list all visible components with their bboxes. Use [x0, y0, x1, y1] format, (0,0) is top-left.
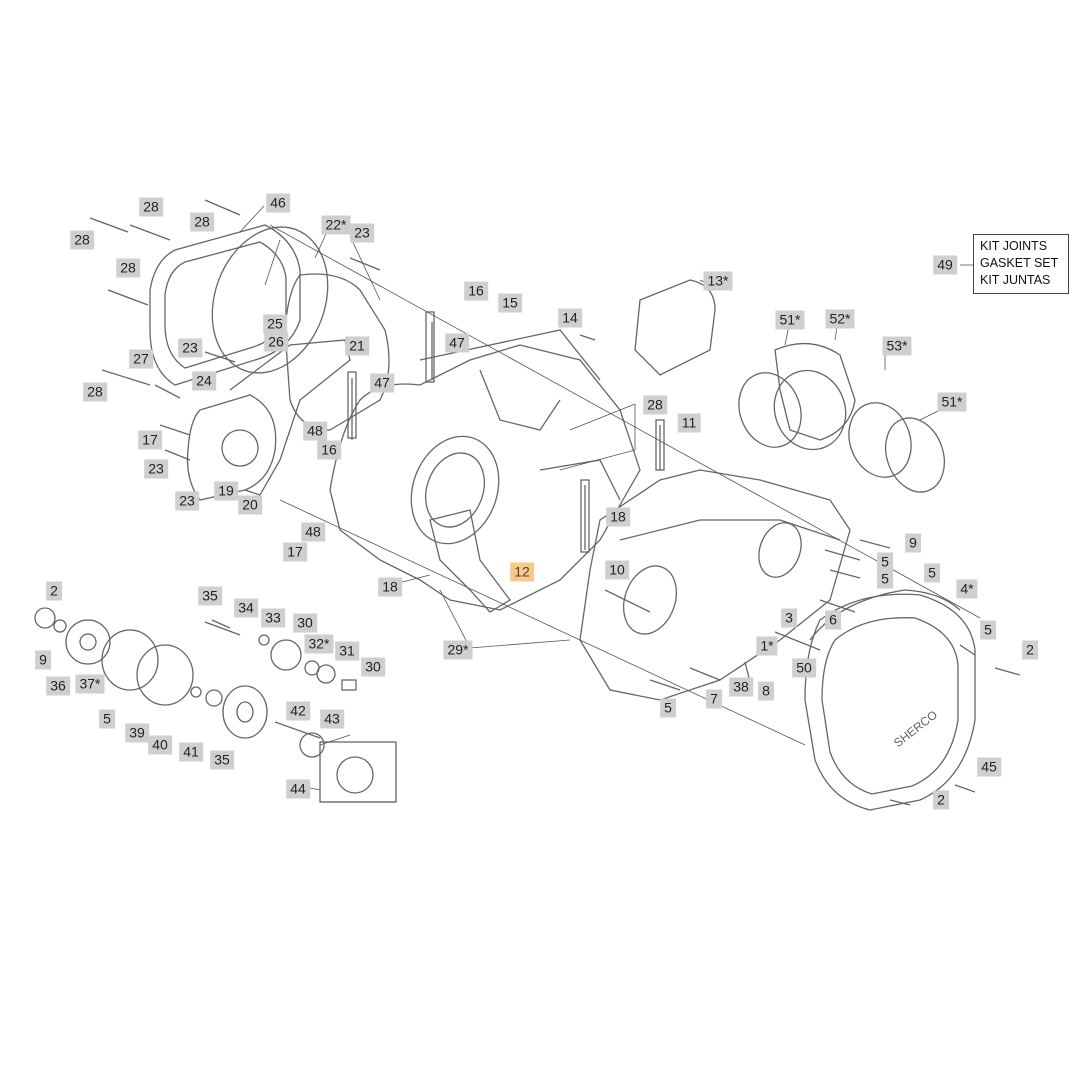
kit-box-line-1: KIT JOINTS [980, 239, 1048, 253]
callout-37-star[interactable]: 37* [75, 674, 105, 694]
intake-parts-drawing [634, 279, 945, 493]
callout-5[interactable]: 5 [924, 563, 940, 583]
callout-28[interactable]: 28 [116, 258, 140, 278]
callout-48[interactable]: 48 [301, 522, 325, 542]
kit-box-line-3: KIT JUNTAS [980, 273, 1051, 287]
callout-2[interactable]: 2 [46, 581, 62, 601]
callout-35[interactable]: 35 [198, 586, 222, 606]
callout-28[interactable]: 28 [70, 230, 94, 250]
callout-28[interactable]: 28 [83, 382, 107, 402]
callout-2[interactable]: 2 [1022, 640, 1038, 660]
callout-47[interactable]: 47 [445, 333, 469, 353]
callout-18[interactable]: 18 [378, 577, 402, 597]
callout-26[interactable]: 26 [264, 332, 288, 352]
callout-15[interactable]: 15 [498, 293, 522, 313]
callout-4-star[interactable]: 4* [956, 579, 978, 599]
callout-19[interactable]: 19 [214, 481, 238, 501]
callout-8[interactable]: 8 [758, 681, 774, 701]
callout-51-star[interactable]: 51* [937, 392, 967, 412]
callout-11[interactable]: 11 [677, 413, 701, 433]
callout-23[interactable]: 23 [144, 459, 168, 479]
callout-39[interactable]: 39 [125, 723, 149, 743]
callout-49[interactable]: 49 [933, 255, 957, 275]
callout-42[interactable]: 42 [286, 701, 310, 721]
callout-28[interactable]: 28 [139, 197, 163, 217]
bolts-drawing [89, 199, 1021, 806]
callout-28[interactable]: 28 [643, 395, 667, 415]
callout-17[interactable]: 17 [138, 430, 162, 450]
callout-33[interactable]: 33 [261, 608, 285, 628]
callout-51-star[interactable]: 51* [775, 310, 805, 330]
callout-10[interactable]: 10 [605, 560, 629, 580]
callout-36[interactable]: 36 [46, 676, 70, 696]
callout-16[interactable]: 16 [464, 281, 488, 301]
callout-9[interactable]: 9 [35, 650, 51, 670]
gasket-22-drawing [211, 226, 329, 374]
crankcase-left-drawing [329, 329, 641, 611]
callout-6[interactable]: 6 [825, 610, 841, 630]
left-cover-drawing [149, 224, 301, 386]
callout-40[interactable]: 40 [148, 735, 172, 755]
callout-18[interactable]: 18 [606, 507, 630, 527]
callout-17[interactable]: 17 [283, 542, 307, 562]
callout-50[interactable]: 50 [792, 658, 816, 678]
callout-48[interactable]: 48 [303, 421, 327, 441]
callout-5[interactable]: 5 [877, 552, 893, 572]
callout-34[interactable]: 34 [234, 598, 258, 618]
kit-box[interactable]: KIT JOINTS GASKET SET KIT JUNTAS [973, 234, 1069, 294]
callout-53-star[interactable]: 53* [882, 336, 912, 356]
callout-20[interactable]: 20 [238, 495, 262, 515]
callout-22-star[interactable]: 22* [321, 215, 351, 235]
kit-box-line-2: GASKET SET [980, 256, 1059, 270]
callout-25[interactable]: 25 [263, 314, 287, 334]
studs-drawing [347, 311, 665, 553]
callout-16[interactable]: 16 [317, 440, 341, 460]
callout-46[interactable]: 46 [266, 193, 290, 213]
callout-3[interactable]: 3 [781, 608, 797, 628]
callout-1-star[interactable]: 1* [756, 636, 778, 656]
callout-43[interactable]: 43 [320, 709, 344, 729]
callout-45[interactable]: 45 [977, 757, 1001, 777]
crankcase-right-drawing [579, 469, 851, 701]
callout-5[interactable]: 5 [877, 569, 893, 589]
gasket-12-drawing [429, 509, 511, 613]
callout-29-star[interactable]: 29* [443, 640, 473, 660]
callout-23[interactable]: 23 [350, 223, 374, 243]
gear-parts-drawing [34, 607, 397, 803]
callout-7[interactable]: 7 [706, 689, 722, 709]
callout-31[interactable]: 31 [335, 641, 359, 661]
callout-24[interactable]: 24 [192, 371, 216, 391]
callout-52-star[interactable]: 52* [825, 309, 855, 329]
callout-30[interactable]: 30 [361, 657, 385, 677]
callout-27[interactable]: 27 [129, 349, 153, 369]
callout-32-star[interactable]: 32* [304, 634, 334, 654]
callout-5[interactable]: 5 [99, 709, 115, 729]
callout-2[interactable]: 2 [933, 790, 949, 810]
callout-30[interactable]: 30 [293, 613, 317, 633]
callout-23[interactable]: 23 [178, 338, 202, 358]
callout-23[interactable]: 23 [175, 491, 199, 511]
callout-35[interactable]: 35 [210, 750, 234, 770]
callout-14[interactable]: 14 [558, 308, 582, 328]
callout-21[interactable]: 21 [345, 336, 369, 356]
callout-13-star[interactable]: 13* [703, 271, 733, 291]
callout-44[interactable]: 44 [286, 779, 310, 799]
callout-38[interactable]: 38 [729, 677, 753, 697]
callout-28[interactable]: 28 [190, 212, 214, 232]
callout-41[interactable]: 41 [179, 742, 203, 762]
callout-5[interactable]: 5 [660, 698, 676, 718]
callout-9[interactable]: 9 [905, 533, 921, 553]
callout-5[interactable]: 5 [980, 620, 996, 640]
callout-12[interactable]: 12 [510, 562, 534, 582]
callout-47[interactable]: 47 [370, 373, 394, 393]
cover-logo-text: SHERCO [891, 708, 940, 751]
